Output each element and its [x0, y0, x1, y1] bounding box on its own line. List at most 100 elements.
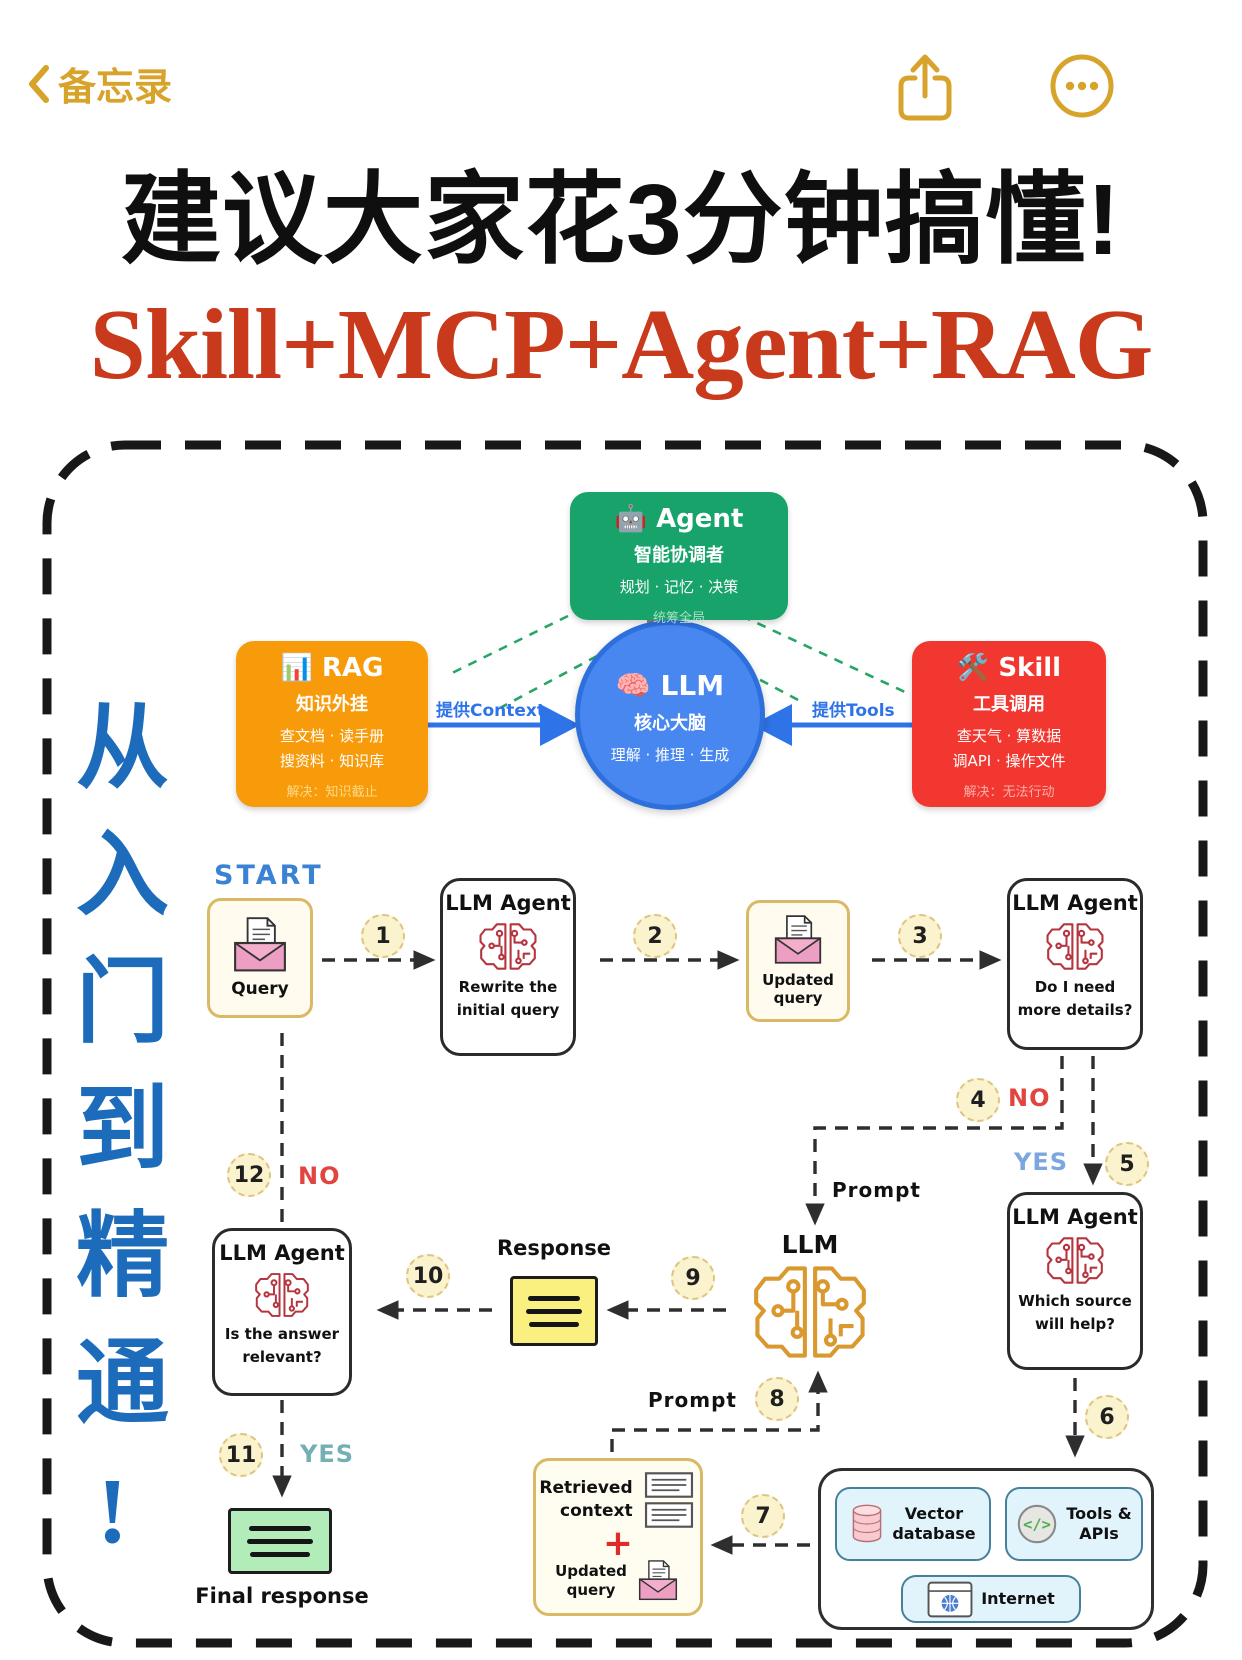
- response-node: [510, 1276, 598, 1346]
- step-9: 9: [671, 1256, 715, 1300]
- page-subtitle: Skill+MCP+Agent+RAG: [89, 288, 1154, 400]
- back-button[interactable]: 备忘录: [28, 56, 172, 111]
- step-4: 4: [956, 1078, 1000, 1122]
- step-7: 7: [741, 1494, 785, 1538]
- prompt-label-no-path: Prompt: [832, 1178, 921, 1202]
- step-5: 5: [1105, 1142, 1149, 1186]
- brain-circuit-icon: [251, 1271, 313, 1319]
- updated-line2: query: [566, 1581, 616, 1600]
- edge-tools-label: 提供Tools: [812, 701, 895, 721]
- brain-circuit-icon: [1042, 1235, 1108, 1286]
- plus-sign: +: [602, 1522, 634, 1564]
- internet-pill: Internet: [901, 1575, 1081, 1623]
- llm-agent-title: LLM Agent: [1012, 891, 1138, 915]
- yes-label-5: YES: [1014, 1148, 1069, 1176]
- rag-card-line2: 搜资料 · 知识库: [279, 752, 385, 770]
- rag-card-line1: 查文档 · 读手册: [279, 727, 385, 745]
- final-response-node: [228, 1508, 332, 1574]
- llm-node-label: LLM: [781, 1230, 839, 1259]
- vector-database-pill: Vector database: [835, 1487, 991, 1561]
- retrieved-line1: Retrieved: [539, 1477, 633, 1498]
- skill-card: 🛠️ Skill 工具调用 查天气 · 算数据 调API · 操作文件 解决：无…: [912, 641, 1106, 807]
- yes-label-11: YES: [300, 1440, 355, 1468]
- rag-card-footer: 解决：知识截止: [286, 785, 378, 800]
- start-label: START: [214, 860, 324, 891]
- flow-connectors: [272, 950, 1103, 1555]
- envelope-icon: [635, 1560, 681, 1602]
- skill-card-line1: 查天气 · 算数据: [956, 727, 1062, 745]
- llm-agent-title: LLM Agent: [445, 891, 571, 915]
- back-label: 备忘录: [58, 65, 173, 109]
- step-6: 6: [1085, 1395, 1129, 1439]
- step-1: 1: [361, 914, 405, 958]
- updated-query-line2: query: [773, 989, 823, 1007]
- envelope-icon: [770, 915, 826, 966]
- step-2: 2: [633, 914, 677, 958]
- rag-card: 📊 RAG 知识外挂 查文档 · 读手册 搜资料 · 知识库 解决：知识截止: [236, 641, 428, 807]
- rag-card-title: RAG: [321, 653, 384, 683]
- llm-card-subtitle: 核心大脑: [634, 713, 706, 734]
- llm-agent-title: LLM Agent: [219, 1241, 345, 1265]
- llm-agent-node-details: LLM Agent Do I need more details?: [1007, 878, 1143, 1050]
- tools-icon: 🛠️: [956, 653, 990, 683]
- vector-db-line2: database: [892, 1524, 976, 1543]
- updated-query-line1: Updated: [762, 971, 834, 989]
- tools-line2: APIs: [1079, 1524, 1119, 1543]
- step-12: 12: [227, 1153, 271, 1197]
- step-3: 3: [898, 914, 942, 958]
- brain-circuit-icon: [1042, 921, 1108, 972]
- llm-card-line: 理解 · 推理 · 生成: [610, 746, 730, 764]
- blue-edges: [428, 704, 912, 746]
- code-icon: [1016, 1503, 1058, 1545]
- llm-brain-icon: [744, 1262, 876, 1362]
- response-label: Response: [496, 1236, 612, 1260]
- no-label-4: NO: [1008, 1084, 1051, 1112]
- share-icon[interactable]: [893, 50, 957, 124]
- tools-line1: Tools &: [1066, 1504, 1132, 1523]
- prompt-label-context-path: Prompt: [648, 1388, 737, 1412]
- rag-card-subtitle: 知识外挂: [296, 694, 368, 715]
- updated-line1: Updated: [555, 1561, 627, 1580]
- dashed-frame: [42, 440, 1208, 1648]
- llm-card-title: LLM: [660, 669, 725, 702]
- globe-icon: [927, 1581, 973, 1618]
- agent-card-title: Agent: [656, 504, 744, 534]
- retrieved-line2: context: [560, 1500, 633, 1521]
- internet-label: Internet: [981, 1589, 1055, 1608]
- step-11: 11: [219, 1433, 263, 1477]
- documents-icon: [641, 1472, 697, 1528]
- brain-emoji-icon: 🧠: [615, 669, 651, 702]
- agent-card: 🤖 Agent 智能协调者 规划 · 记忆 · 决策 统筹全局: [570, 492, 788, 626]
- skill-card-footer: 解决：无法行动: [963, 785, 1055, 800]
- vector-db-line1: Vector: [904, 1504, 964, 1523]
- llm-agent-caption: Do I need more details?: [1017, 978, 1133, 1019]
- no-label-12: NO: [298, 1162, 341, 1190]
- llm-agent-caption: Is the answer relevant?: [224, 1325, 340, 1366]
- llm-agent-title: LLM Agent: [1012, 1205, 1138, 1229]
- skill-card-line2: 调API · 操作文件: [952, 752, 1066, 770]
- llm-agent-caption: Rewrite the initial query: [456, 978, 560, 1019]
- chevron-left-icon: [29, 64, 49, 103]
- step-10: 10: [406, 1254, 450, 1298]
- final-response-label: Final response: [195, 1584, 369, 1608]
- agent-card-footnote: 统筹全局: [652, 611, 705, 626]
- llm-agent-node-source: LLM Agent Which source will help?: [1007, 1192, 1143, 1370]
- more-options-icon[interactable]: [1048, 52, 1116, 120]
- tools-apis-pill: Tools & APIs: [1005, 1487, 1143, 1561]
- agent-card-line: 规划 · 记忆 · 决策: [619, 578, 739, 596]
- brain-circuit-icon: [475, 921, 541, 972]
- llm-agent-caption: Which source will help?: [1018, 1292, 1132, 1333]
- vertical-side-note: 从入门到精通!: [61, 698, 164, 1597]
- sources-panel: Vector database Tools & APIs Internet: [818, 1468, 1154, 1630]
- agent-card-subtitle: 智能协调者: [634, 545, 724, 566]
- database-icon: [850, 1503, 884, 1545]
- page-title: 建议大家花3分钟搞懂!: [121, 164, 1121, 276]
- envelope-icon: [229, 917, 291, 974]
- edge-context-label: 提供Context: [436, 701, 546, 721]
- llm-agent-node-rewrite: LLM Agent Rewrite the initial query: [440, 878, 576, 1056]
- step-8: 8: [755, 1377, 799, 1421]
- llm-agent-node-relevant: LLM Agent Is the answer relevant?: [212, 1228, 352, 1396]
- skill-card-subtitle: 工具调用: [973, 694, 1045, 715]
